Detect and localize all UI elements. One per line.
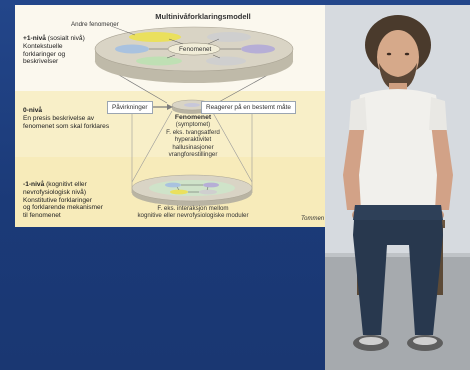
interaction-line-2: kognitive eller nevrofysiologiske module… [137,212,249,220]
ellipse-gray-2 [206,56,246,66]
level-zero-desc-2: fenomenet som skal forklares [23,122,110,130]
phenomenon-top-label: Fenomenet [179,46,212,53]
level-plus1-desc-3: beskrivelser [23,58,59,66]
example-line-2: hyperaktivitet [174,136,212,144]
photo-illustration [325,5,470,370]
diagram-graphics [94,25,294,206]
example-line-4: vrangforestillinger [168,151,218,159]
level-minus1-title: -1-nivå [23,181,45,188]
level-plus1-desc-2: forklaringer og [23,50,66,58]
bottom-disc [131,110,253,206]
top-disc [94,25,294,83]
symptom-label: (symptomet) [175,121,211,129]
level-zero-title: 0-nivå [23,107,43,114]
example-line-3: hallusinasjoner [172,143,214,151]
level-minus1-qualifier-2: nevrofysiologisk nivå) [23,188,87,196]
level-plus1: +1-nivå (sosialt nivå) Kontekstuelle for… [23,35,115,66]
level-plus1-desc-1: Kontekstuelle [23,42,63,50]
other-phenomena-label: Andre fenomener [71,21,119,28]
ellipse-gray [207,32,251,42]
level-zero-desc-1: En presis beskrivelse av [23,114,95,122]
level-minus1: -1-nivå (kognitivt eller nevrofysiologis… [23,181,115,220]
signature: Tommen [301,216,325,222]
level-zero: 0-nivå En presis beskrivelse av fenomene… [23,107,115,130]
diagram-title: Multinivåforklaringsmodell [155,12,251,21]
level-minus1-desc-2: og forklarende mekanismer [23,204,103,212]
influences-box: Påvirkninger [107,101,153,114]
ellipse-purple [241,44,275,54]
level-plus1-qualifier: (sosialt nivå) [47,35,85,42]
level-minus1-qualifier: (kognitivt eller [46,181,87,188]
ellipse-green [136,56,182,66]
example-line-1: F. eks. tvangsatferd [166,128,220,136]
seated-man-photo [325,5,470,370]
ellipse-blue [115,44,149,54]
reaction-box: Reagerer på en bestemt måte [201,101,296,114]
phenomenon-center-block: Fenomenet (symptomet) F. eks. tvangsatfe… [155,114,231,158]
interaction-line-1: F. eks. interaksjon mellom [157,205,229,212]
level-minus1-desc-3: til fenomenet [23,212,61,220]
level-plus1-title: +1-nivå [23,35,46,42]
multilevel-diagram: Multinivåforklaringsmodell Andre fenomen… [15,5,325,227]
phenomenon-center-title: Fenomenet [174,114,212,121]
interaction-block: F. eks. interaksjon mellom kognitive ell… [115,205,271,220]
ellipse-yellow [129,32,181,42]
level-minus1-desc-1: Konstitutive forklaringer [23,196,92,204]
